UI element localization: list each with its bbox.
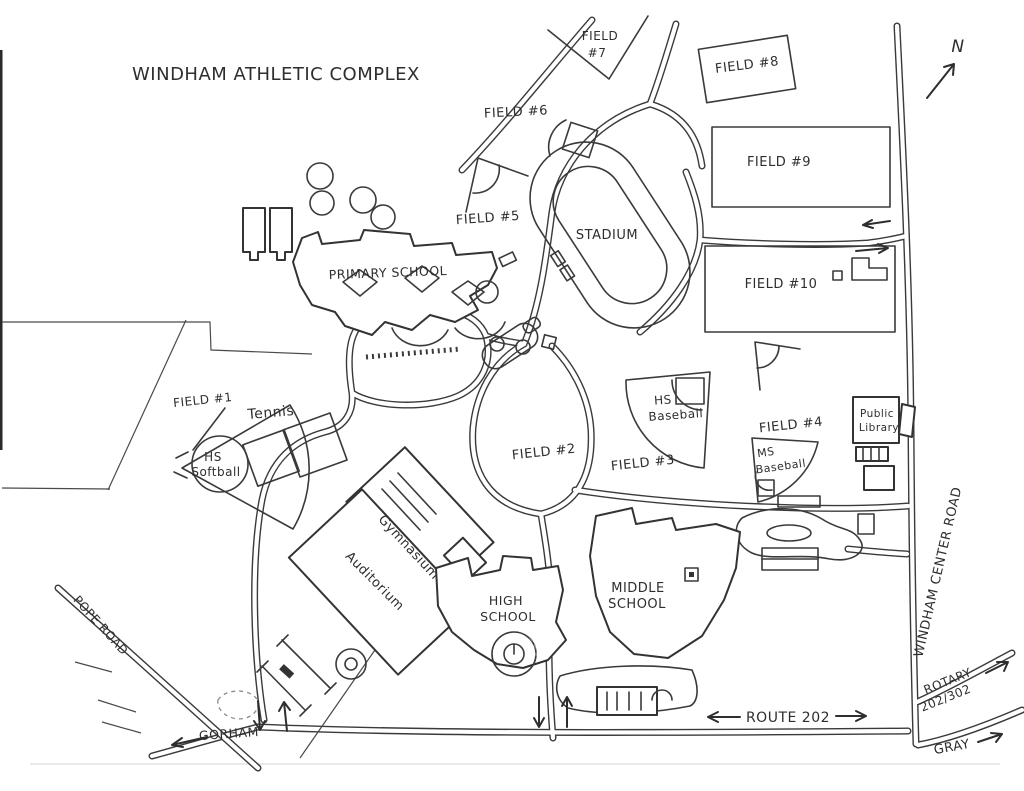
field9-outline [711, 126, 891, 208]
field10-shed [832, 270, 843, 281]
primary-school-label: PRIMARY SCHOOL [328, 263, 447, 282]
stadium-track [529, 141, 691, 329]
gorham-label: GORHAM [198, 724, 259, 743]
ms-baseball-label-line1: MS [756, 445, 775, 460]
library-label-line1: Public [860, 408, 894, 420]
library-label-line2: Library [859, 422, 899, 434]
arrow-west-icon [862, 219, 891, 229]
field7-lines [547, 15, 649, 80]
arrow-rotary-icon [985, 661, 1009, 674]
field2-label: FIELD #2 [511, 442, 576, 464]
compass-north-arrow-icon [926, 63, 955, 99]
ms-baseball-field [751, 437, 821, 508]
middle-school-parking [735, 507, 875, 571]
middle-school-label-line2: SCHOOL [608, 597, 666, 612]
arrow-route202-right-icon [835, 710, 867, 722]
arrow-up-entrance-icon [561, 696, 573, 728]
scan-edge-artifact [0, 50, 3, 450]
tennis-courts [242, 412, 348, 487]
compass-north-label: N [951, 37, 964, 57]
bus-loop [555, 665, 698, 716]
field10-outline [704, 245, 896, 333]
scan-bottom-edge [30, 763, 1000, 765]
field10-label: FIELD #10 [745, 277, 818, 292]
stadium-label: STADIUM [576, 228, 638, 243]
trees [306, 162, 396, 230]
high-school-label-line2: SCHOOL [480, 609, 536, 624]
arrow-down-entrance-icon [533, 696, 545, 728]
hs-softball-field [173, 404, 310, 530]
hs-softball-label-line1: HS [204, 450, 222, 464]
tennis-label: Tennis [246, 403, 295, 423]
high-school-building [435, 555, 567, 677]
field1-label: FIELD #1 [172, 390, 233, 410]
hs-baseball-label-line1: HS [654, 392, 673, 407]
traffic-arrows [171, 63, 1009, 748]
field9-label: FIELD #9 [747, 155, 811, 170]
pope-road-lines [54, 584, 262, 772]
primary-school-building [292, 229, 506, 347]
hs-baseball-field [625, 371, 711, 469]
high-school-label-line1: HIGH [489, 593, 523, 608]
route-202-label: ROUTE 202 [746, 710, 830, 726]
field7-label-line2: #7 [588, 46, 607, 60]
map-title: WINDHAM ATHLETIC COMPLEX [132, 64, 420, 85]
field6-backstop [547, 119, 599, 159]
pond-outline [217, 690, 259, 720]
field7-label-line1: FIELD [582, 29, 618, 43]
arrow-gray-icon [977, 732, 1003, 743]
hs-baseball-label-line2: Baseball [648, 406, 704, 424]
field5-corner [465, 157, 529, 268]
west-parking-rows [256, 634, 367, 717]
playground-structures [481, 316, 558, 370]
field4-corner [754, 341, 801, 391]
nw-parking-rows [365, 346, 461, 360]
field5-label: FIELD #5 [455, 209, 520, 228]
gray-label: GRAY [933, 737, 971, 758]
arrow-down-west-icon [253, 700, 266, 731]
field10-structure [851, 257, 888, 281]
arrow-up-west-icon [278, 701, 291, 732]
field8-outline [697, 34, 797, 104]
field3-label: FIELD #3 [610, 453, 675, 475]
library-building [852, 396, 916, 491]
arrow-gorham-icon [171, 736, 208, 748]
hs-softball-label-line2: Softball [191, 465, 240, 479]
arrow-east-icon [855, 243, 889, 254]
middle-school-building [589, 507, 741, 659]
arrow-route202-left-icon [707, 711, 741, 723]
middle-school-label-line1: MIDDLE [611, 581, 665, 596]
field6-label: FIELD #6 [484, 103, 549, 121]
field4-label: FIELD #4 [758, 415, 823, 437]
auditorium-building [287, 488, 488, 676]
portable-buildings [242, 207, 293, 261]
